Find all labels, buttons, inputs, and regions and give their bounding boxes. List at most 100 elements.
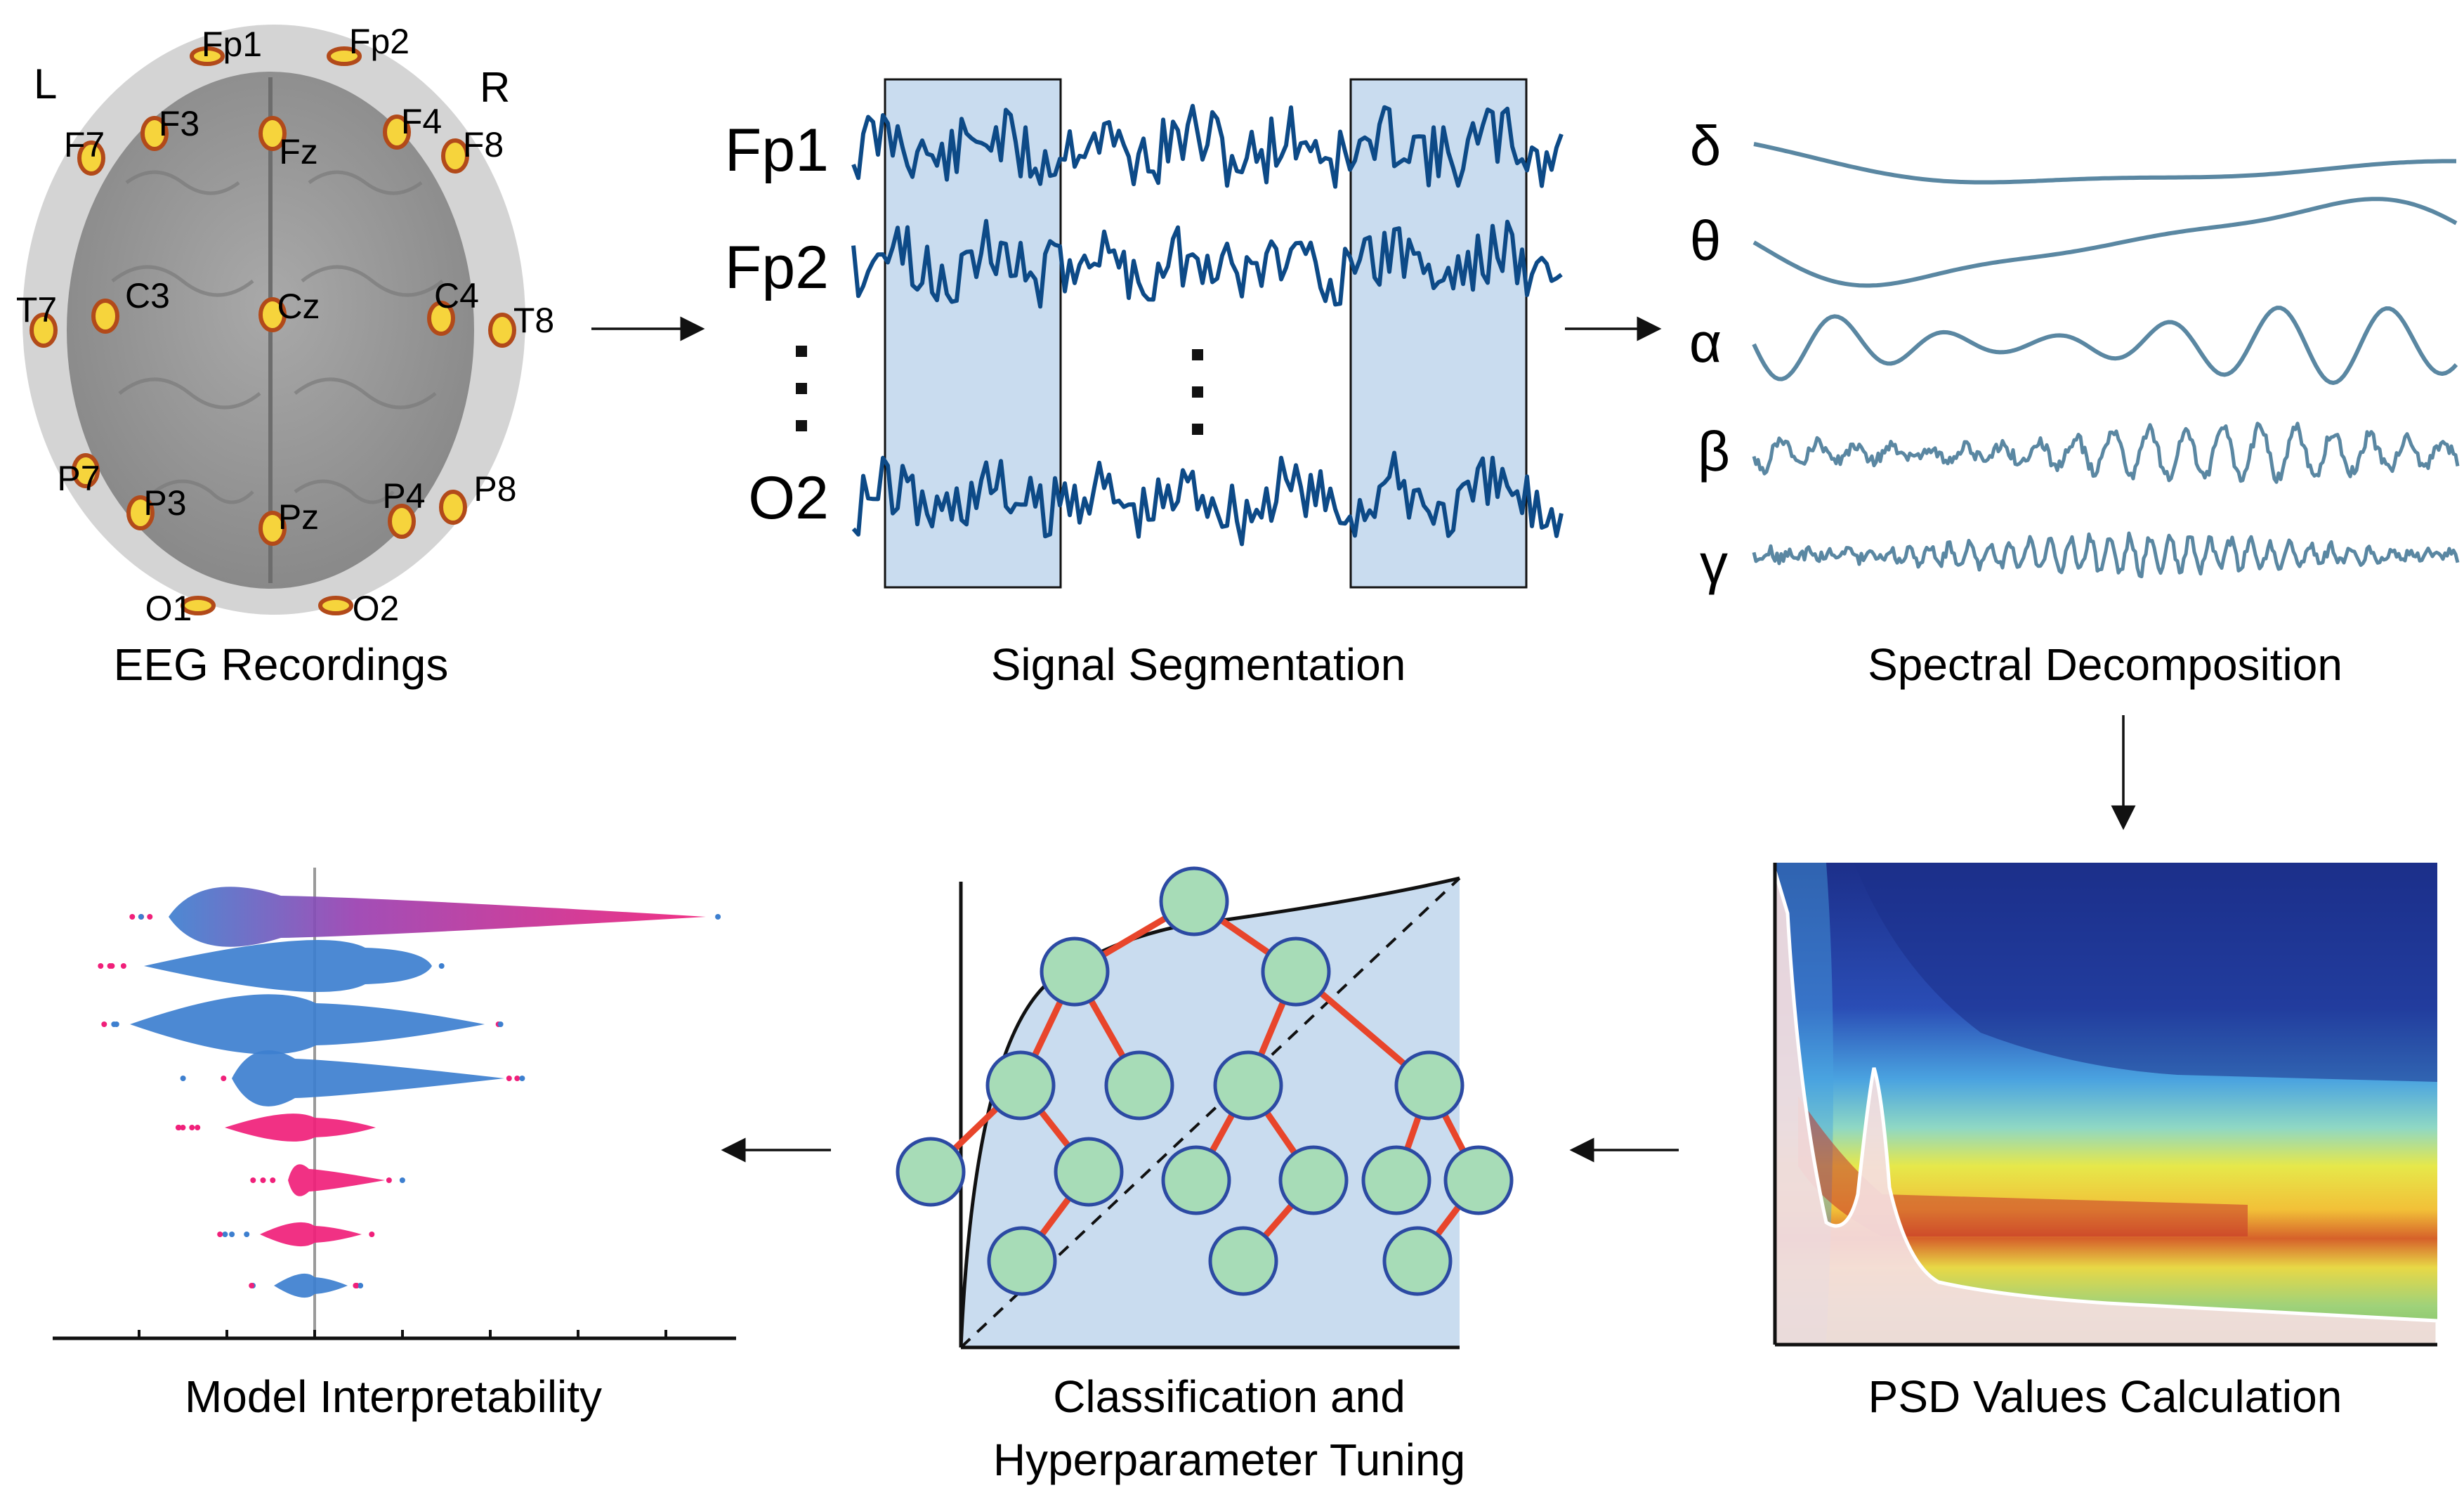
band-label-alpha: α <box>1689 311 1722 374</box>
electrode-c3 <box>91 299 119 334</box>
shap-outlier-dot <box>147 914 153 920</box>
shap-outlier-dot <box>386 1177 392 1183</box>
psd-curve <box>1775 870 2437 1345</box>
electrode-label-t8: T8 <box>513 301 554 340</box>
electrode-label-fz: Fz <box>279 132 318 171</box>
classification-caption-line2: Hyperparameter Tuning <box>993 1435 1465 1485</box>
shap-violin-2 <box>144 939 432 993</box>
shap-violin-7 <box>260 1222 362 1247</box>
channel-label-o2: O2 <box>748 464 829 532</box>
brain-folds <box>111 170 444 504</box>
band-label-delta: δ <box>1690 115 1722 177</box>
electrode-fz <box>258 116 287 151</box>
tree-node <box>1361 1145 1431 1215</box>
channel-ellipsis-left <box>796 346 807 431</box>
eeg-trace-2 <box>851 218 1563 309</box>
shap-outlier-dot <box>244 1232 250 1237</box>
electrode-label-p4: P4 <box>382 476 425 516</box>
band-wave-3 <box>1752 306 2458 385</box>
electrode-fp2 <box>327 46 362 66</box>
psd-caption: PSD Values Calculation <box>1868 1371 2342 1422</box>
shap-outlier-dot <box>129 914 136 920</box>
electrode-label-t7: T7 <box>16 290 57 329</box>
tree-node <box>1208 1226 1278 1296</box>
tree-node <box>1394 1050 1464 1121</box>
electrode-p7 <box>72 453 100 488</box>
shap-outlier-dot <box>519 1076 525 1081</box>
tree-node <box>1261 936 1331 1007</box>
eeg-trace-1 <box>851 103 1564 189</box>
electrode-label-c3: C3 <box>125 276 170 315</box>
hemisphere-left-label: L <box>34 60 57 107</box>
electrode-label-f3: F3 <box>159 104 199 143</box>
tree-node <box>1159 866 1229 936</box>
electrode-label-f4: F4 <box>401 102 442 141</box>
shap-outlier-dot <box>180 1076 186 1081</box>
eeg-caption: EEG Recordings <box>114 639 449 690</box>
decomposition-panel: δ θ α β γ <box>1689 115 2460 595</box>
shap-outlier-dot <box>176 1125 182 1130</box>
tree-node <box>1382 1226 1453 1296</box>
electrode-o2 <box>318 596 353 615</box>
hemisphere-right-label: R <box>480 64 510 111</box>
electrode-o1 <box>181 596 216 615</box>
shap-outlier-dot <box>180 1125 186 1130</box>
electrode-c4 <box>427 301 455 336</box>
shap-violin-5 <box>225 1114 376 1142</box>
shap-violin-8 <box>274 1273 348 1298</box>
shap-outlier-dot <box>189 1125 195 1130</box>
shap-outlier-dot <box>438 963 445 969</box>
electrode-label-fp1: Fp1 <box>202 25 262 64</box>
segment-window-1 <box>884 78 1062 589</box>
segmentation-caption: Signal Segmentation <box>991 639 1406 690</box>
electrode-label-c4: C4 <box>434 276 479 315</box>
electrode-f7 <box>77 141 105 176</box>
eeg-traces <box>851 103 1564 547</box>
shap-outlier-dot <box>358 1283 364 1288</box>
spectrogram-red-band <box>1798 1096 2248 1236</box>
electrode-cz <box>258 297 287 332</box>
shap-outlier-dot <box>217 1232 223 1237</box>
shap-outlier-dot <box>249 1283 255 1288</box>
electrode-label-p3: P3 <box>143 483 186 523</box>
electrode-label-o1: O1 <box>145 589 192 628</box>
eeg-trace-3 <box>851 450 1564 547</box>
shap-outlier-dot <box>514 1076 520 1081</box>
tree-node <box>1443 1145 1514 1215</box>
electrode-p3 <box>126 495 155 530</box>
classification-caption-line1: Classification and <box>1053 1371 1405 1422</box>
band-label-beta: β <box>1698 420 1730 483</box>
shap-outlier-dot <box>229 1232 235 1237</box>
tree-node <box>896 1137 966 1207</box>
electrode-label-fp2: Fp2 <box>349 22 409 61</box>
shap-outlier-dot <box>109 963 115 969</box>
tree-node <box>1213 1050 1283 1121</box>
electrode-p8 <box>439 490 467 525</box>
electrode-label-p7: P7 <box>57 459 100 498</box>
shap-violin-4 <box>232 1050 504 1106</box>
shap-outlier-dot <box>399 1177 405 1183</box>
electrode-label-pz: Pz <box>278 497 319 537</box>
spectrogram-upper-band <box>1775 863 2437 1082</box>
tree-node <box>1278 1145 1349 1215</box>
band-waves <box>1752 142 2460 579</box>
shap-violin-6 <box>288 1164 385 1196</box>
electrode-fp1 <box>190 46 225 66</box>
electrode-f8 <box>441 138 469 174</box>
band-wave-4 <box>1752 422 2460 484</box>
shap-outlier-dot <box>138 914 144 920</box>
classification-panel <box>896 866 1514 1350</box>
shap-violin-1 <box>169 887 706 947</box>
tree-node <box>1161 1145 1231 1215</box>
electrode-pz <box>258 511 287 546</box>
electrode-f4 <box>383 115 411 150</box>
shap-outlier-dot <box>260 1177 266 1183</box>
channel-label-fp2: Fp2 <box>725 234 829 301</box>
electrode-p4 <box>388 504 416 539</box>
shap-outlier-dot <box>353 1283 359 1288</box>
shap-outlier-dot <box>369 1232 375 1237</box>
band-wave-2 <box>1752 197 2458 288</box>
